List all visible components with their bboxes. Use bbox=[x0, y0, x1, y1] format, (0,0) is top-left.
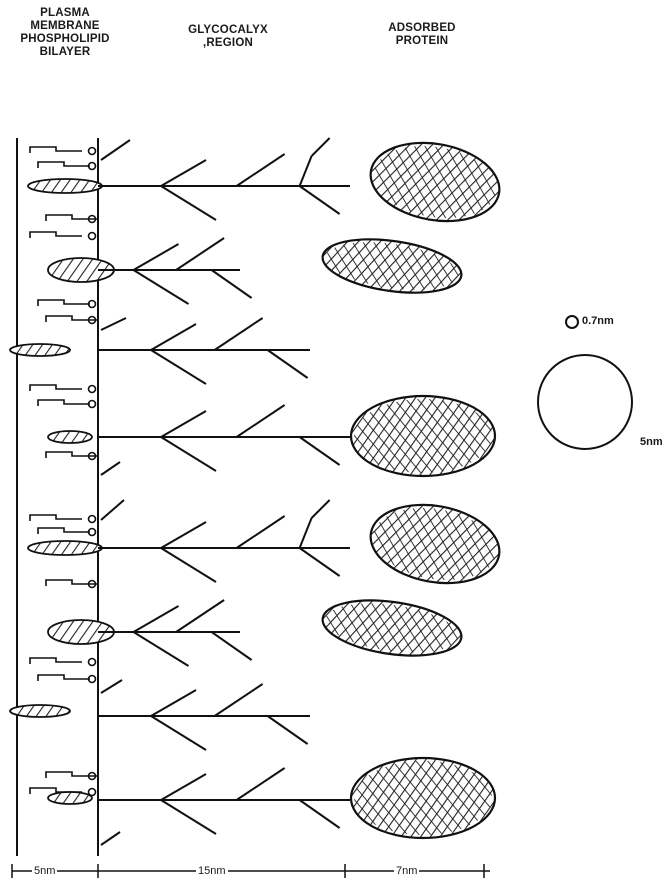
glycan-branch bbox=[151, 690, 196, 716]
small-circle-label: 0.7nm bbox=[582, 315, 614, 327]
glycolipid-head bbox=[28, 541, 102, 555]
protein-texture bbox=[354, 399, 492, 473]
glycan-branch bbox=[134, 632, 189, 666]
glycan-stub bbox=[101, 680, 122, 693]
lipid-tail bbox=[30, 232, 82, 238]
glycan-branch bbox=[215, 684, 263, 716]
glycan-branch bbox=[268, 716, 308, 744]
glycolipid-head bbox=[10, 344, 70, 356]
lipid-tail bbox=[30, 385, 82, 391]
glycan-branch bbox=[312, 138, 330, 156]
glycolipid-head bbox=[10, 705, 70, 717]
adsorbed-protein-heading: ADSORBED PROTEIN bbox=[372, 22, 472, 48]
lipid-head bbox=[89, 386, 96, 393]
glycan-branch bbox=[212, 270, 252, 298]
glycan-branch bbox=[268, 350, 308, 378]
glycan-branch bbox=[237, 768, 285, 800]
scale-protein-label: 7nm bbox=[394, 865, 419, 877]
adsorbed-proteins bbox=[319, 133, 506, 838]
lipid-head bbox=[89, 233, 96, 240]
lipid-tail bbox=[30, 658, 82, 664]
lipid-head bbox=[89, 148, 96, 155]
large-circle-label: 5nm bbox=[640, 436, 663, 448]
scale-glycocalyx-label: 15nm bbox=[196, 865, 228, 877]
lipid-head bbox=[89, 516, 96, 523]
large-size-circle bbox=[538, 355, 632, 449]
lipid-head bbox=[89, 659, 96, 666]
glycolipid-head bbox=[48, 792, 92, 804]
glycan-branch bbox=[161, 548, 216, 582]
protein-molecule bbox=[364, 133, 505, 230]
glycan-branch bbox=[237, 405, 285, 437]
glycan-branch bbox=[134, 606, 179, 632]
small-size-circle bbox=[566, 316, 578, 328]
glycocalyx-region-heading: GLYCOCALYX ,REGION bbox=[168, 24, 288, 50]
scale-membrane-label: 5nm bbox=[32, 865, 57, 877]
glycan-branch bbox=[151, 324, 196, 350]
glycan-branch bbox=[300, 518, 312, 548]
lipid-tail bbox=[38, 400, 90, 406]
glycan-branch bbox=[151, 716, 206, 750]
protein-molecule bbox=[364, 495, 505, 592]
lipid-tail bbox=[38, 162, 90, 168]
glycan-branch bbox=[134, 244, 179, 270]
lipid-tail bbox=[30, 147, 82, 153]
glycan-branch bbox=[161, 160, 206, 186]
protein-molecule bbox=[351, 396, 495, 476]
glycan-branch bbox=[212, 632, 252, 660]
glycan-branch bbox=[161, 774, 206, 800]
glycan-branch bbox=[312, 500, 330, 518]
glycan-branch bbox=[237, 154, 285, 186]
glycolipid-head bbox=[28, 179, 102, 193]
lipid-tail bbox=[38, 300, 90, 306]
glycan-branch bbox=[161, 186, 216, 220]
plasma-membrane-heading: PLASMA MEMBRANE PHOSPHOLIPID BILAYER bbox=[4, 7, 126, 59]
lipid-tail bbox=[38, 675, 90, 681]
glycan-branch bbox=[176, 600, 224, 632]
glycan-stub bbox=[101, 140, 130, 160]
glycan-branch bbox=[300, 186, 340, 214]
protein-molecule bbox=[351, 758, 495, 838]
glycan-stub bbox=[101, 500, 124, 520]
protein-texture bbox=[354, 761, 492, 835]
glycan-branch bbox=[215, 318, 263, 350]
glycan-branch bbox=[176, 238, 224, 270]
glycan-branch bbox=[300, 156, 312, 186]
protein-molecule bbox=[319, 232, 465, 301]
glycan-branch bbox=[300, 800, 340, 828]
glycan-branch bbox=[237, 516, 285, 548]
lipid-tail bbox=[30, 515, 82, 521]
glycan-stub bbox=[101, 318, 126, 330]
glycan-branch bbox=[151, 350, 206, 384]
glycolipid-head bbox=[48, 431, 92, 443]
glycan-stub bbox=[101, 462, 120, 475]
glycan-branch bbox=[161, 411, 206, 437]
protein-molecule bbox=[319, 593, 465, 664]
glycan-branch bbox=[300, 437, 340, 465]
lipid-tail bbox=[38, 528, 90, 534]
glycan-branch bbox=[161, 437, 216, 471]
glycan-branch bbox=[134, 270, 189, 304]
glycan-branch bbox=[300, 548, 340, 576]
glycan-branch bbox=[161, 522, 206, 548]
glycan-stub bbox=[101, 832, 120, 845]
glycan-branch bbox=[161, 800, 216, 834]
glycocalyx-chains bbox=[98, 138, 350, 845]
